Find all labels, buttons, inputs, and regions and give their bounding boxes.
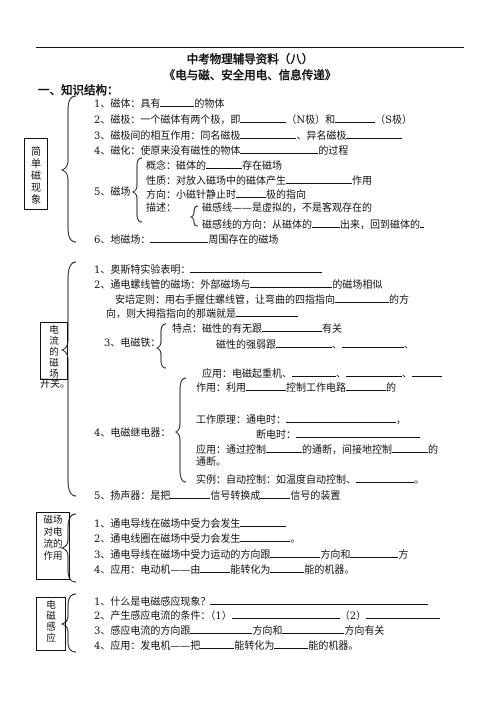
brace-g4: [60, 593, 77, 653]
g3-line2: 2、通电线圈在磁场中受力会发生。: [94, 534, 301, 545]
g2-relay-principle: 工作原理：通电时：，: [196, 415, 406, 426]
g1-line1: 1、磁体：具有的物体: [94, 99, 225, 110]
brace-g1: [60, 95, 77, 243]
box-simple-magnetism: 简单磁现象: [24, 138, 48, 210]
g1-field-property: 性质：对放入磁场中的磁体产生作用: [146, 176, 372, 187]
g1-line2: 2、磁极：一个磁体有两个极，即（N极）和（S极）: [94, 115, 412, 126]
g3-line4: 4、应用：电动机——由能转化为能的机器。: [94, 565, 355, 576]
g1-line4: 4、磁化：使原来没有磁性的物体的过程: [94, 146, 349, 157]
brace-desc: [189, 205, 199, 227]
g1-line3: 3、磁极间的相互作用：同名磁极、异名磁极: [94, 129, 403, 143]
g4-line3: 3、感应电流的方向跟方向和方向有关: [94, 626, 385, 637]
g2-relay-off: 断电时：: [256, 428, 420, 442]
g2-relay-usage-cont: 通断。: [196, 457, 226, 468]
g1-line6: 6、地磁场：周围存在的磁场: [94, 235, 279, 246]
g4-line1: 1、什么是电磁感应现象？: [94, 595, 429, 609]
box-induction: 电磁感应: [36, 597, 66, 651]
g4-line4: 4、应用：发电机——把能转化为能的机器。: [94, 641, 359, 652]
g2-line1: 1、奥斯特实验表明：: [94, 263, 323, 277]
g2-line5: 5、扬声器：是把信号转换成信号的装置: [94, 491, 341, 502]
box-field-force: 磁场对电流的作用: [36, 512, 70, 580]
g1-field-direction: 方向：小磁针静止时极的指向: [146, 190, 306, 201]
g2-line2: 2、通电螺线管的磁场：外部磁场与的磁场相似: [94, 280, 383, 291]
g1-desc-line2: 磁感线的方向：从磁体的出来，回到磁体的: [202, 218, 424, 232]
g1-field-concept: 概念：磁体的存在磁场: [146, 161, 282, 172]
brace-relay: [174, 377, 187, 483]
g2-ampere-rule: 安培定则：用右手握住螺线管，让弯曲的四指指向的方: [115, 295, 409, 306]
g1-desc-line1: 磁感线——是虚拟的，不是客观存在的: [202, 203, 372, 214]
g1-field-description: 描述：: [146, 203, 176, 214]
g1-line5: 5、磁场: [94, 187, 131, 198]
doc-title: 中考物理辅导资料（八）: [186, 52, 314, 66]
brace-g3: [60, 513, 77, 583]
g2-relay-function: 作用：利用控制工作电路的: [196, 383, 396, 394]
brace-g2: [60, 261, 77, 497]
g2-magnet-strength: 磁性的强弱跟、、: [216, 340, 414, 351]
g2-line3: 3、电磁铁：: [104, 338, 161, 349]
top-rule: [36, 47, 464, 48]
brace-field: [131, 157, 143, 223]
g2-magnet-usage: 应用：电磁起重机、、、: [202, 367, 442, 381]
g4-line2: 2、产生感应电流的条件：（1）（2）: [94, 609, 441, 623]
g3-line1: 1、通电导线在磁场中受力会发生: [94, 517, 287, 531]
g2-switch-cont: 开关。: [40, 379, 70, 390]
g2-relay-example: 实例：自动控制：如温度自动控制、。: [196, 475, 424, 486]
box-current-field: 电流的磁场: [40, 322, 68, 380]
g2-line4: 4、电磁继电器：: [94, 428, 171, 439]
g2-relay-usage: 应用：通过控制的通断，间接地控制的: [196, 445, 438, 456]
g2-magnet-feature: 特点：磁性的有无跟有关: [172, 324, 342, 335]
section-heading: 一、知识结构：: [38, 83, 119, 97]
g2-ampere-rule-cont: 向，则大拇指指向的那端就是: [106, 307, 298, 321]
brace-magnet: [155, 323, 167, 369]
g3-line3: 3、通电导线在磁场中受力运动的方向跟方向和方: [94, 550, 409, 561]
doc-subtitle: 《电与磁、安全用电、信息传递》: [163, 68, 337, 82]
